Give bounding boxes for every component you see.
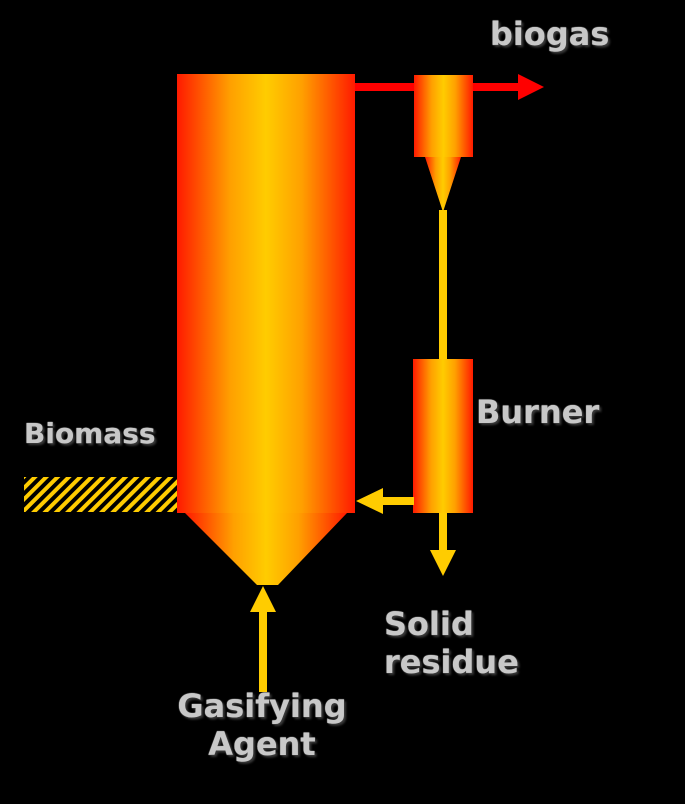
- biomass-label: Biomass: [24, 417, 156, 450]
- gasifying-agent-label-line1: Gasifying: [177, 687, 347, 725]
- burner-unit: [413, 359, 473, 513]
- gasifying-agent-label: Gasifying Agent: [170, 690, 354, 766]
- solid-residue-label-line1: Solid: [384, 605, 474, 643]
- gasifier-reactor: [177, 74, 355, 585]
- solid-residue-label: Solid residue: [384, 608, 519, 684]
- solid-residue-arrow: [430, 513, 456, 576]
- cyclone-separator: [414, 75, 473, 212]
- biogas-label: biogas: [490, 15, 610, 53]
- recirculation-arrow: [356, 488, 414, 514]
- cyclone-to-burner-line: [439, 210, 447, 362]
- burner-label: Burner: [476, 393, 600, 431]
- gasifying-agent-label-line2: Agent: [208, 725, 316, 763]
- solid-residue-label-line2: residue: [384, 643, 519, 681]
- biomass-feed: [24, 477, 177, 512]
- gasifying-agent-arrow: [250, 586, 276, 692]
